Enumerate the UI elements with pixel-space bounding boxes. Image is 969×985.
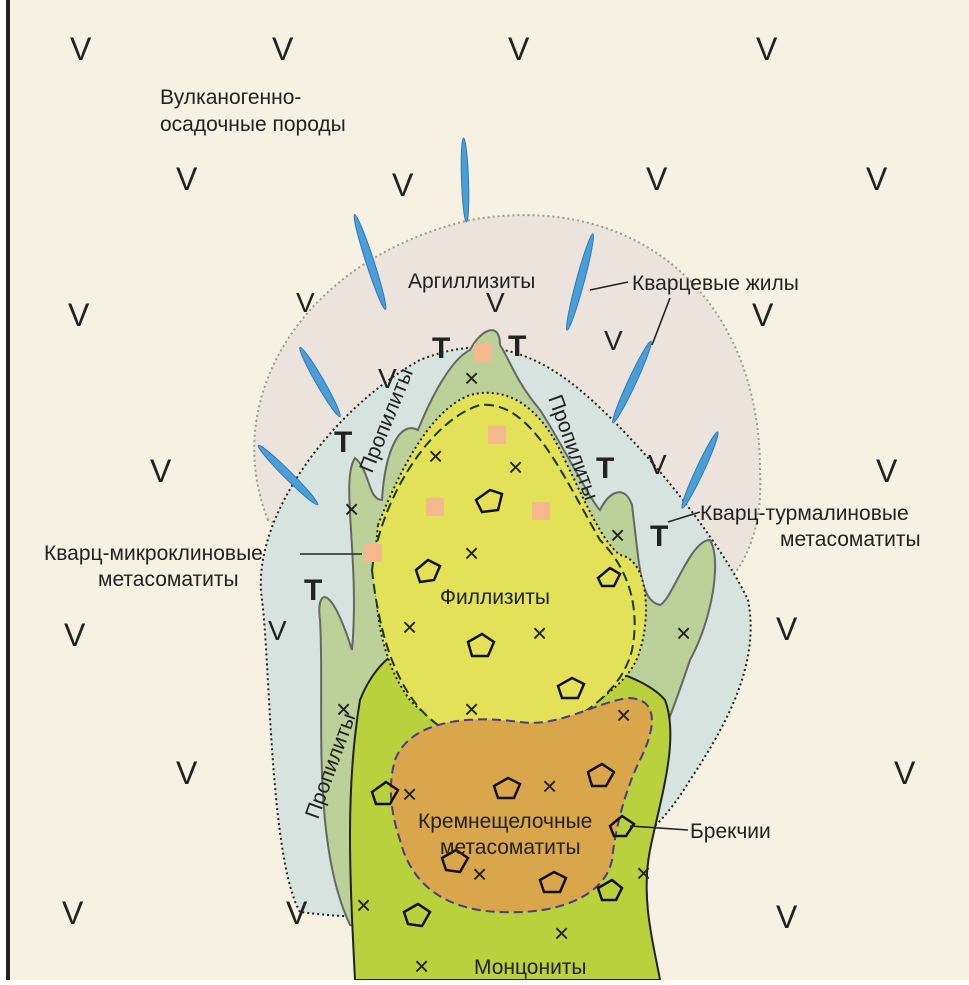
v-mark: V bbox=[68, 297, 90, 333]
label-quartz-microcline-line1: Кварц-микроклиновые bbox=[44, 542, 263, 565]
label-breccias: Брекчии bbox=[690, 820, 771, 843]
label-quartz-tourmaline-line2: метасоматиты bbox=[780, 528, 921, 551]
v-mark: V bbox=[268, 615, 287, 646]
v-mark: V bbox=[70, 31, 92, 67]
cross-mark: × bbox=[532, 618, 547, 648]
microcline-square bbox=[364, 544, 382, 562]
v-mark: V bbox=[286, 895, 308, 931]
t-mark: T bbox=[508, 330, 526, 363]
v-mark: V bbox=[272, 31, 294, 67]
microcline-square bbox=[488, 426, 506, 444]
v-mark: V bbox=[392, 167, 414, 203]
v-mark: V bbox=[776, 899, 798, 935]
cross-mark: × bbox=[414, 951, 429, 980]
v-mark: V bbox=[776, 611, 798, 647]
cross-mark: × bbox=[472, 859, 487, 889]
v-mark: V bbox=[62, 895, 84, 931]
cross-mark: × bbox=[610, 520, 625, 550]
label-volcanic-line1: Вулканогенно- bbox=[160, 86, 301, 109]
v-mark: V bbox=[64, 617, 86, 653]
t-mark: T bbox=[304, 574, 322, 607]
v-mark: V bbox=[894, 755, 916, 791]
label-phyllizites: Филлизиты bbox=[440, 586, 550, 609]
cross-mark: × bbox=[676, 618, 691, 648]
cross-mark: × bbox=[464, 694, 479, 724]
v-mark: V bbox=[508, 31, 530, 67]
cross-mark: × bbox=[402, 612, 417, 642]
cross-mark: × bbox=[356, 890, 371, 920]
v-mark: V bbox=[296, 287, 315, 318]
left-border bbox=[6, 0, 10, 980]
cross-mark: × bbox=[402, 779, 417, 809]
label-quartz-veins: Кварцевые жилы bbox=[632, 272, 799, 295]
label-monzonites: Монцониты bbox=[474, 956, 587, 979]
v-mark: V bbox=[752, 297, 774, 333]
t-mark: T bbox=[596, 452, 614, 485]
v-mark: V bbox=[876, 453, 898, 489]
microcline-square bbox=[426, 498, 444, 516]
v-mark: V bbox=[648, 449, 667, 480]
t-mark: T bbox=[334, 426, 352, 459]
v-mark: V bbox=[604, 325, 623, 356]
v-mark: V bbox=[646, 161, 668, 197]
cross-mark: × bbox=[508, 452, 523, 482]
microcline-square bbox=[474, 344, 492, 362]
cross-mark: × bbox=[464, 363, 479, 393]
microcline-square bbox=[532, 502, 550, 520]
v-mark: V bbox=[176, 755, 198, 791]
cross-mark: × bbox=[344, 494, 359, 524]
label-argillizites: Аргиллизиты bbox=[408, 270, 535, 293]
cross-mark: × bbox=[464, 538, 479, 568]
v-mark: V bbox=[866, 161, 888, 197]
label-silica-alkaline-line2: метасоматиты bbox=[440, 836, 581, 859]
label-silica-alkaline-line1: Кремнещелочные bbox=[418, 810, 592, 833]
v-mark: V bbox=[176, 161, 198, 197]
label-quartz-tourmaline-line1: Кварц-турмалиновые bbox=[700, 502, 909, 525]
t-mark: T bbox=[650, 520, 668, 553]
v-mark: V bbox=[756, 31, 778, 67]
cross-mark: × bbox=[542, 771, 557, 801]
t-mark: T bbox=[432, 332, 450, 365]
cross-mark: × bbox=[636, 858, 651, 888]
label-quartz-microcline-line2: метасоматиты bbox=[98, 568, 239, 591]
label-volcanic-line2: осадочные породы bbox=[160, 113, 346, 136]
cross-mark: × bbox=[428, 441, 443, 471]
cross-mark: × bbox=[616, 700, 631, 730]
cross-mark: × bbox=[554, 918, 569, 948]
v-mark: V bbox=[150, 453, 172, 489]
